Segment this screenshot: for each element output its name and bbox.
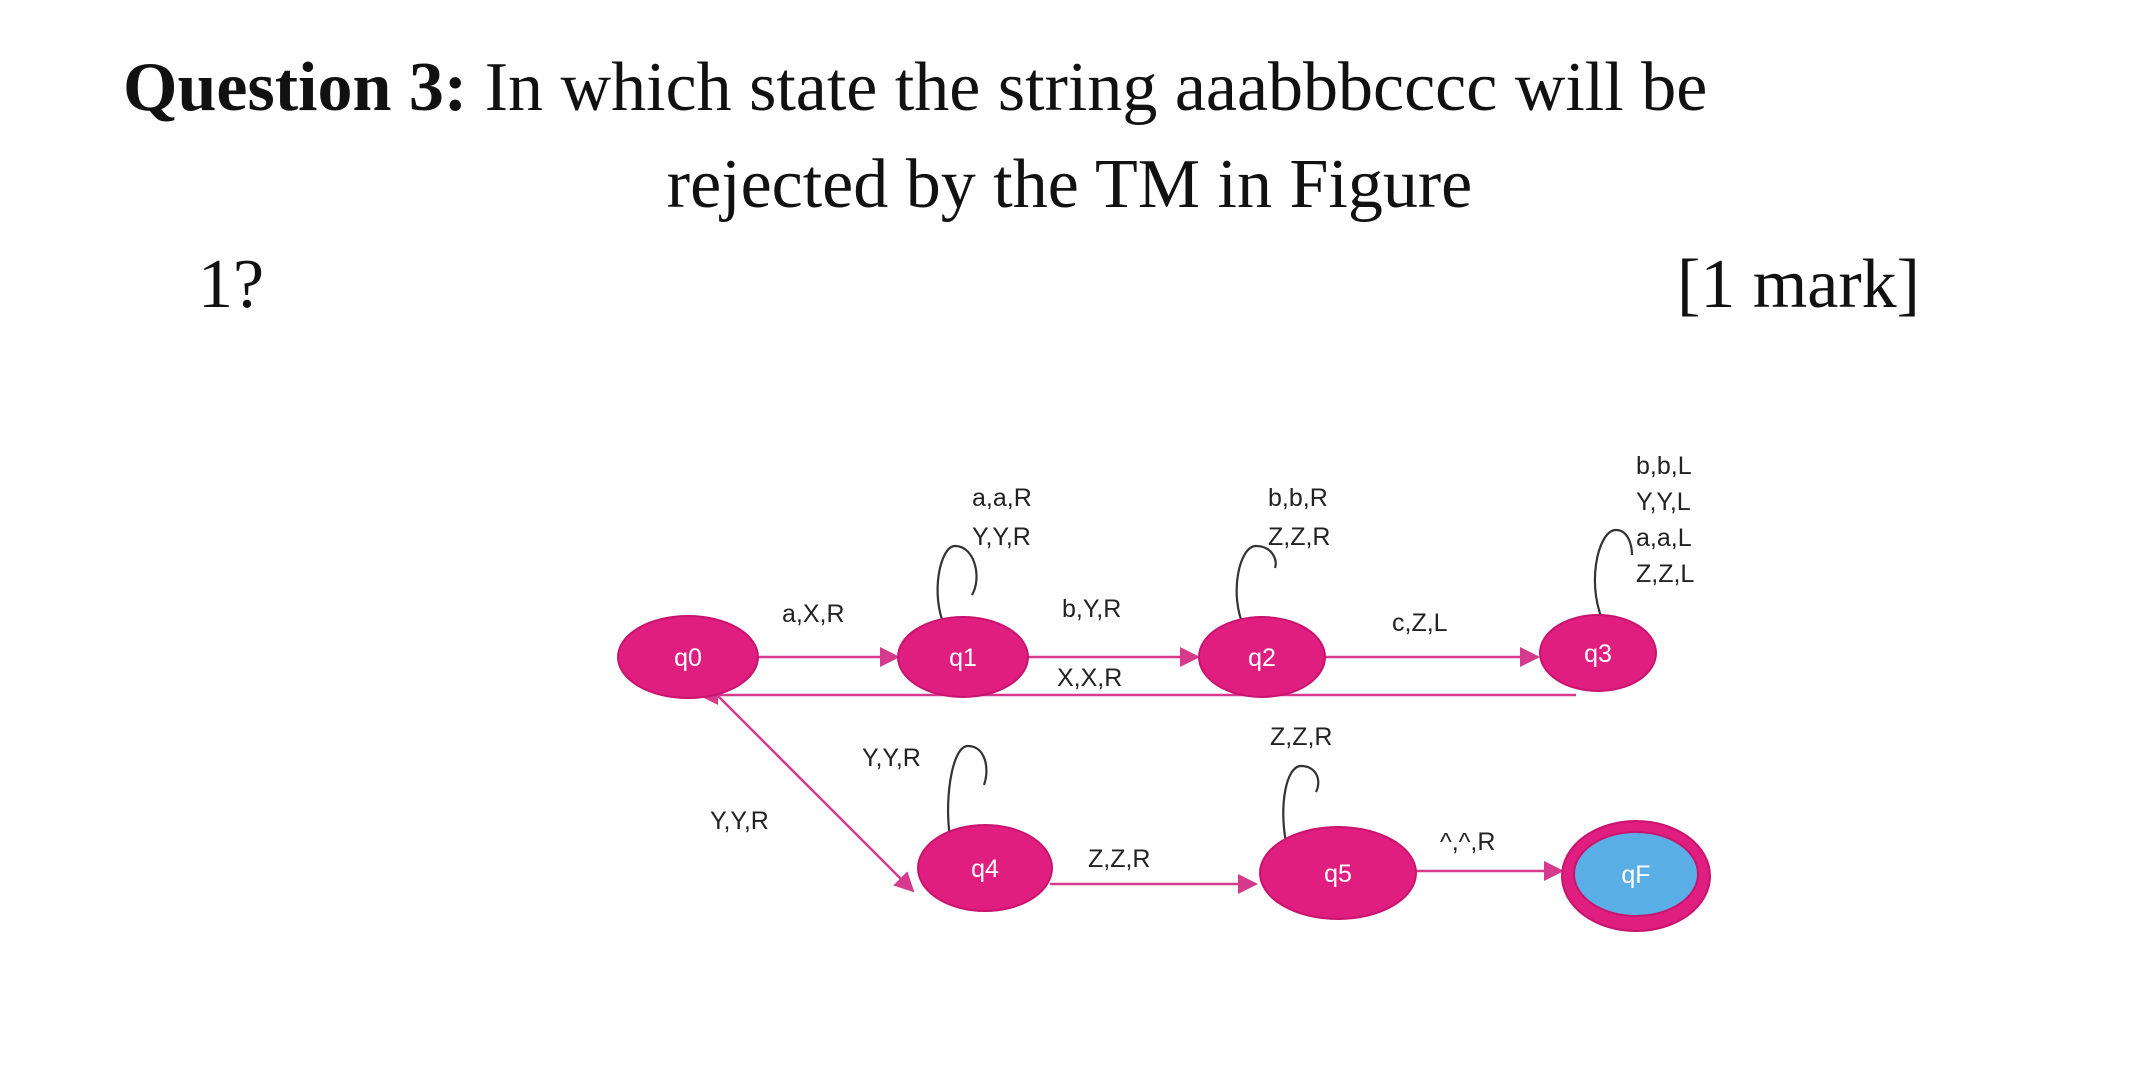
label-q3-loop-1: b,b,L bbox=[1636, 452, 1692, 480]
state-q5-shape bbox=[1259, 826, 1417, 920]
loop-q2 bbox=[1235, 544, 1277, 628]
question-text-part3: 1? bbox=[198, 246, 265, 323]
question-text-part1: In which state the string aaabbbcccc wil… bbox=[467, 49, 1708, 126]
state-q1-shape bbox=[897, 616, 1029, 698]
state-q3-shape bbox=[1539, 614, 1657, 692]
state-qF-inner bbox=[1573, 831, 1699, 917]
label-q4-q5: Z,Z,R bbox=[1088, 845, 1151, 873]
state-q1: q1 bbox=[897, 616, 1029, 698]
label-q1-loop-2: Y,Y,R bbox=[972, 523, 1031, 551]
state-q2-shape bbox=[1198, 616, 1326, 698]
label-q2-q3: c,Z,L bbox=[1392, 609, 1448, 637]
label-q3-loop-4: Z,Z,L bbox=[1636, 560, 1694, 588]
label-q2-loop-2: Z,Z,R bbox=[1268, 523, 1331, 551]
loop-q3 bbox=[1593, 528, 1634, 628]
state-q4-shape bbox=[917, 824, 1053, 912]
state-q0-label: q0 bbox=[674, 644, 702, 672]
label-q3-loop-3: a,a,L bbox=[1636, 524, 1692, 552]
state-q5-label: q5 bbox=[1324, 860, 1352, 888]
question-marks: [1 mark] bbox=[1677, 246, 1920, 323]
label-q5-loop: Z,Z,R bbox=[1270, 723, 1333, 751]
question-number: Question 3: bbox=[123, 49, 468, 126]
label-q1-q2: b,Y,R bbox=[1062, 595, 1121, 623]
state-q2: q2 bbox=[1198, 616, 1326, 698]
label-q3-q0: X,X,R bbox=[1057, 664, 1122, 692]
loop-q5 bbox=[1282, 764, 1320, 843]
label-q4-loop: Y,Y,R bbox=[862, 744, 921, 772]
label-q0-q4: Y,Y,R bbox=[710, 807, 769, 835]
loop-q1 bbox=[936, 544, 978, 628]
state-qF-label: qF bbox=[1621, 861, 1650, 889]
question-text-part2: rejected by the TM in Figure bbox=[666, 146, 1473, 223]
label-q2-loop-1: b,b,R bbox=[1268, 484, 1328, 512]
state-q3: q3 bbox=[1539, 614, 1657, 692]
state-q0-shape bbox=[617, 615, 759, 699]
question-line-1: Question 3: In which state the string aa… bbox=[123, 53, 1707, 123]
state-q4-label: q4 bbox=[971, 855, 999, 883]
state-q2-label: q2 bbox=[1248, 644, 1276, 672]
label-q5-qF: ^,^,R bbox=[1440, 828, 1495, 856]
state-q4: q4 bbox=[917, 824, 1053, 912]
state-qF: qF bbox=[1561, 820, 1711, 932]
label-q0-q1: a,X,R bbox=[782, 600, 845, 628]
edge-q0-q4 bbox=[711, 689, 915, 893]
state-q0: q0 bbox=[617, 615, 759, 699]
label-q1-loop-1: a,a,R bbox=[972, 484, 1032, 512]
label-q3-loop-2: Y,Y,L bbox=[1636, 488, 1691, 516]
loop-q4 bbox=[947, 744, 988, 848]
state-q3-label: q3 bbox=[1584, 640, 1612, 668]
state-q1-label: q1 bbox=[949, 644, 977, 672]
state-q5: q5 bbox=[1259, 826, 1417, 920]
